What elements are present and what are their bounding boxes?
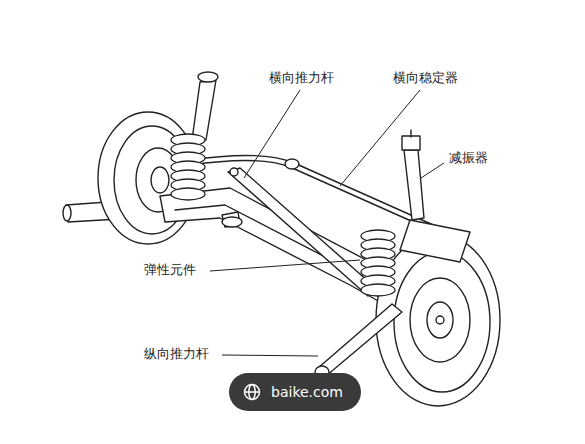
bushing [222, 217, 242, 227]
right-tyre-inner [394, 252, 490, 392]
leader-line [210, 260, 360, 271]
leader-line [244, 90, 300, 178]
right-shock-top [402, 136, 420, 150]
globe-icon [243, 383, 261, 401]
left-shock-absorber [192, 80, 216, 140]
part-label: 弹性元件 [143, 262, 197, 278]
right-wheel [376, 234, 500, 406]
part-label: 横向稳定器 [392, 70, 459, 86]
lateral-thrust-rod [228, 168, 378, 296]
right-shock-stud [410, 130, 411, 137]
right-brake-drum [410, 278, 470, 362]
spring-coil [361, 284, 395, 296]
watermark-text: baike.com [271, 384, 343, 400]
part-label: 横向推力杆 [268, 70, 335, 86]
left-hub [151, 167, 169, 193]
leader-line [340, 90, 420, 186]
right-shock-absorber [404, 150, 424, 220]
rod-joint [230, 168, 238, 176]
part-label: 纵向推力杆 [143, 346, 210, 362]
longitudinal-thrust-rod [318, 304, 402, 376]
leader-line [421, 163, 444, 178]
left-shock-mount [198, 72, 218, 82]
right-hub [427, 302, 453, 338]
right-hub-center [436, 316, 444, 324]
spring-coil [171, 188, 205, 200]
part-label: 减振器 [448, 150, 489, 166]
axle-end [63, 205, 71, 221]
leader-line [222, 355, 318, 356]
stabilizer-mount [285, 159, 299, 169]
stabilizer-bar-edge [190, 160, 438, 233]
right-hub-carrier [400, 220, 470, 262]
watermark-pill: baike.com [229, 373, 361, 411]
